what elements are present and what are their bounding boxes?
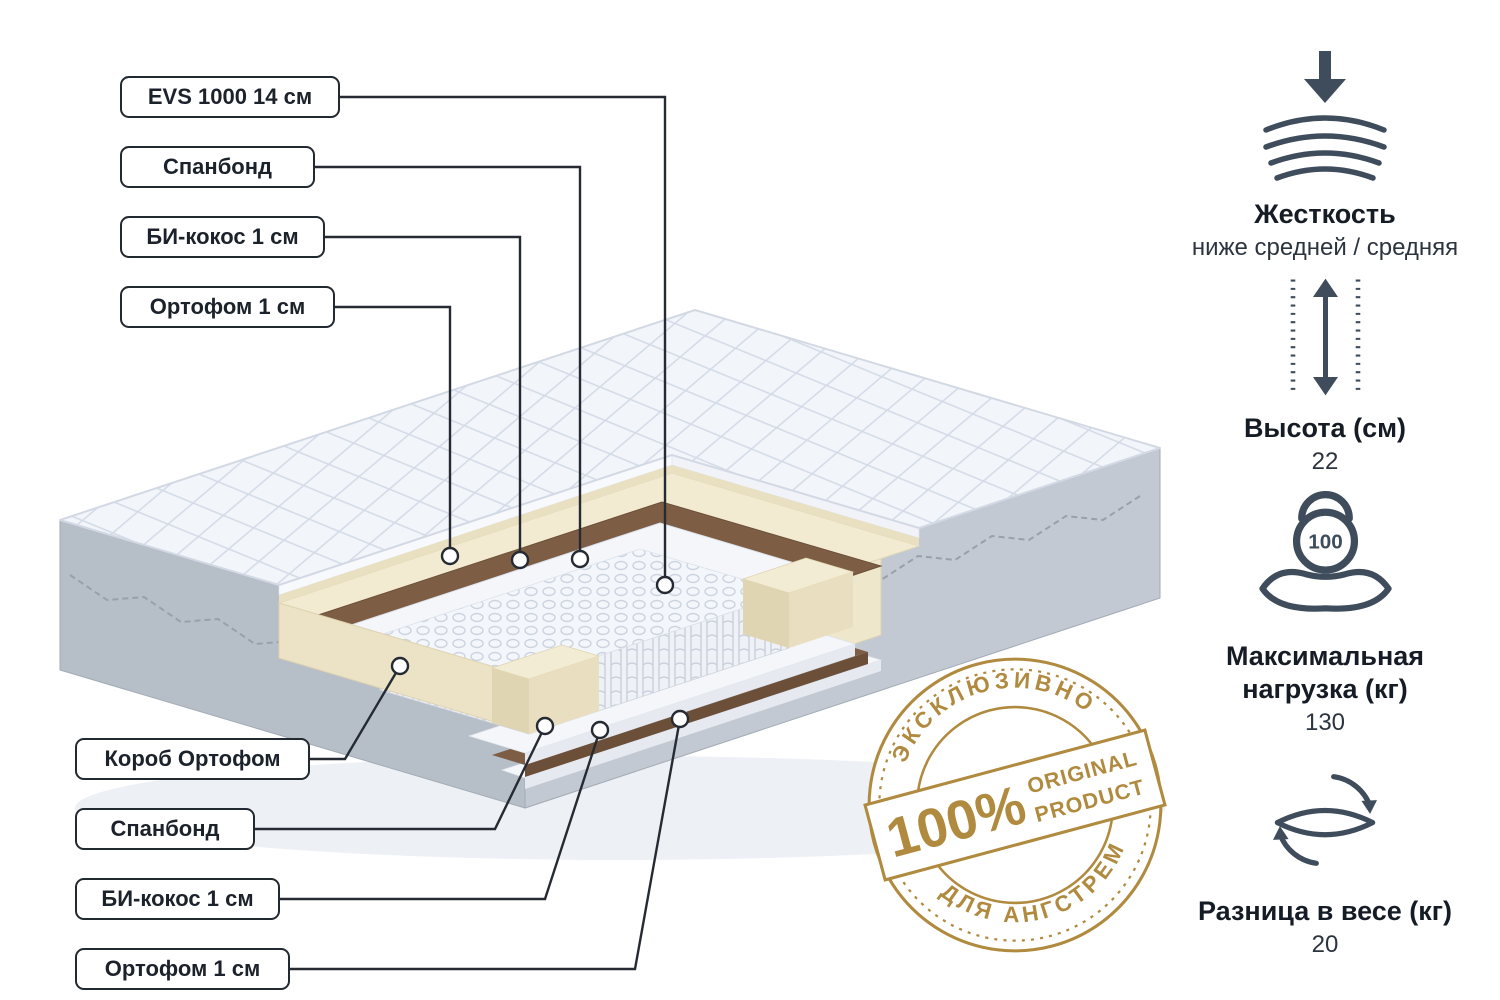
callout-coco-bottom: БИ-кокос 1 см: [75, 878, 280, 920]
pressure-icon: [1263, 51, 1387, 181]
feature-value: 130: [1304, 708, 1346, 736]
callout-evs-spring-block: EVS 1000 14 см: [120, 76, 340, 118]
callout-dot: [440, 546, 460, 566]
callout-label: Спанбонд: [163, 154, 272, 179]
callout-dot: [390, 656, 410, 676]
callout-label: Спанбонд: [110, 816, 220, 841]
feature-hardness: Жесткость ниже средней / средняя: [1175, 48, 1475, 263]
original-product-stamp: 100% ORIGINAL PRODUCT ЭКСКЛЮЗИВНО ДЛЯ АН…: [863, 652, 1167, 953]
callout-dot: [670, 709, 690, 729]
bottom-ortofoam-face: [525, 660, 881, 789]
bottom-coco-face: [525, 652, 868, 777]
feature-column: Жесткость ниже средней / средняя Высота …: [1175, 40, 1475, 960]
feature-weight-difference: Разница в весе (кг) 20: [1175, 755, 1475, 960]
callout-dot: [590, 720, 610, 740]
foam-corner-block-right: [741, 557, 855, 648]
feature-value: 22: [1311, 447, 1339, 475]
feature-title: Жесткость: [1254, 199, 1396, 229]
quilted-top: [59, 309, 1161, 586]
callout-label: Ортофом 1 см: [104, 956, 261, 981]
callout-line-ortofoam-bottom: [290, 718, 682, 971]
feature-value: 20: [1311, 930, 1339, 958]
feature-value: ниже средней / средняя: [1191, 233, 1459, 261]
callout-coco-top: БИ-кокос 1 см: [120, 216, 325, 258]
callout-label: Ортофом 1 см: [149, 294, 306, 319]
callout-foam-box: Короб Ортофом: [75, 738, 310, 780]
max-load-icon: 100: [1258, 491, 1392, 612]
callout-line-evs: [340, 95, 667, 585]
callout-lines: [255, 95, 682, 971]
foam-corner-block-left: [490, 644, 601, 734]
callout-line-ortofoam-top: [335, 305, 452, 556]
callout-line-spunbond-top: [315, 165, 582, 559]
callout-spunbond-bottom: Спанбонд: [75, 808, 255, 850]
callout-dot: [510, 550, 530, 570]
ortofoam-cross-section-left: [279, 465, 672, 603]
callout-dot: [535, 716, 555, 736]
callout-label: EVS 1000 14 см: [147, 84, 313, 109]
callout-dots: [390, 546, 690, 740]
callout-dot: [570, 549, 590, 569]
feature-height: Высота (см) 22: [1175, 272, 1475, 477]
callout-label: БИ-кокос 1 см: [146, 224, 299, 249]
feature-title: Разница в весе (кг): [1197, 896, 1453, 926]
height-icon: [1290, 278, 1360, 396]
callout-line-coco-bottom: [280, 729, 602, 901]
callout-spunbond-top: Спанбонд: [120, 146, 315, 188]
ortofoam-cross-section-right: [672, 465, 919, 546]
flip-arrows-icon: [1273, 774, 1377, 866]
callout-line-coco-top: [325, 235, 522, 560]
callout-dot: [655, 575, 675, 595]
callout-label: Короб Ортофом: [104, 746, 281, 771]
load-badge: 100: [1308, 530, 1342, 553]
feature-title: Максимальная нагрузка (кг): [1225, 641, 1425, 704]
feature-title: Высота (см): [1243, 413, 1407, 443]
callout-line-spunbond-bottom: [255, 725, 547, 831]
stamp-banner: [863, 728, 1167, 882]
callout-label: БИ-кокос 1 см: [101, 886, 254, 911]
callout-ortofoam-bottom: Ортофом 1 см: [75, 948, 290, 990]
callout-line-foam-box: [310, 665, 402, 761]
callout-ortofoam-top: Ортофом 1 см: [120, 286, 335, 328]
feature-max-load: 100 Максимальная нагрузка (кг) 130: [1175, 475, 1475, 738]
